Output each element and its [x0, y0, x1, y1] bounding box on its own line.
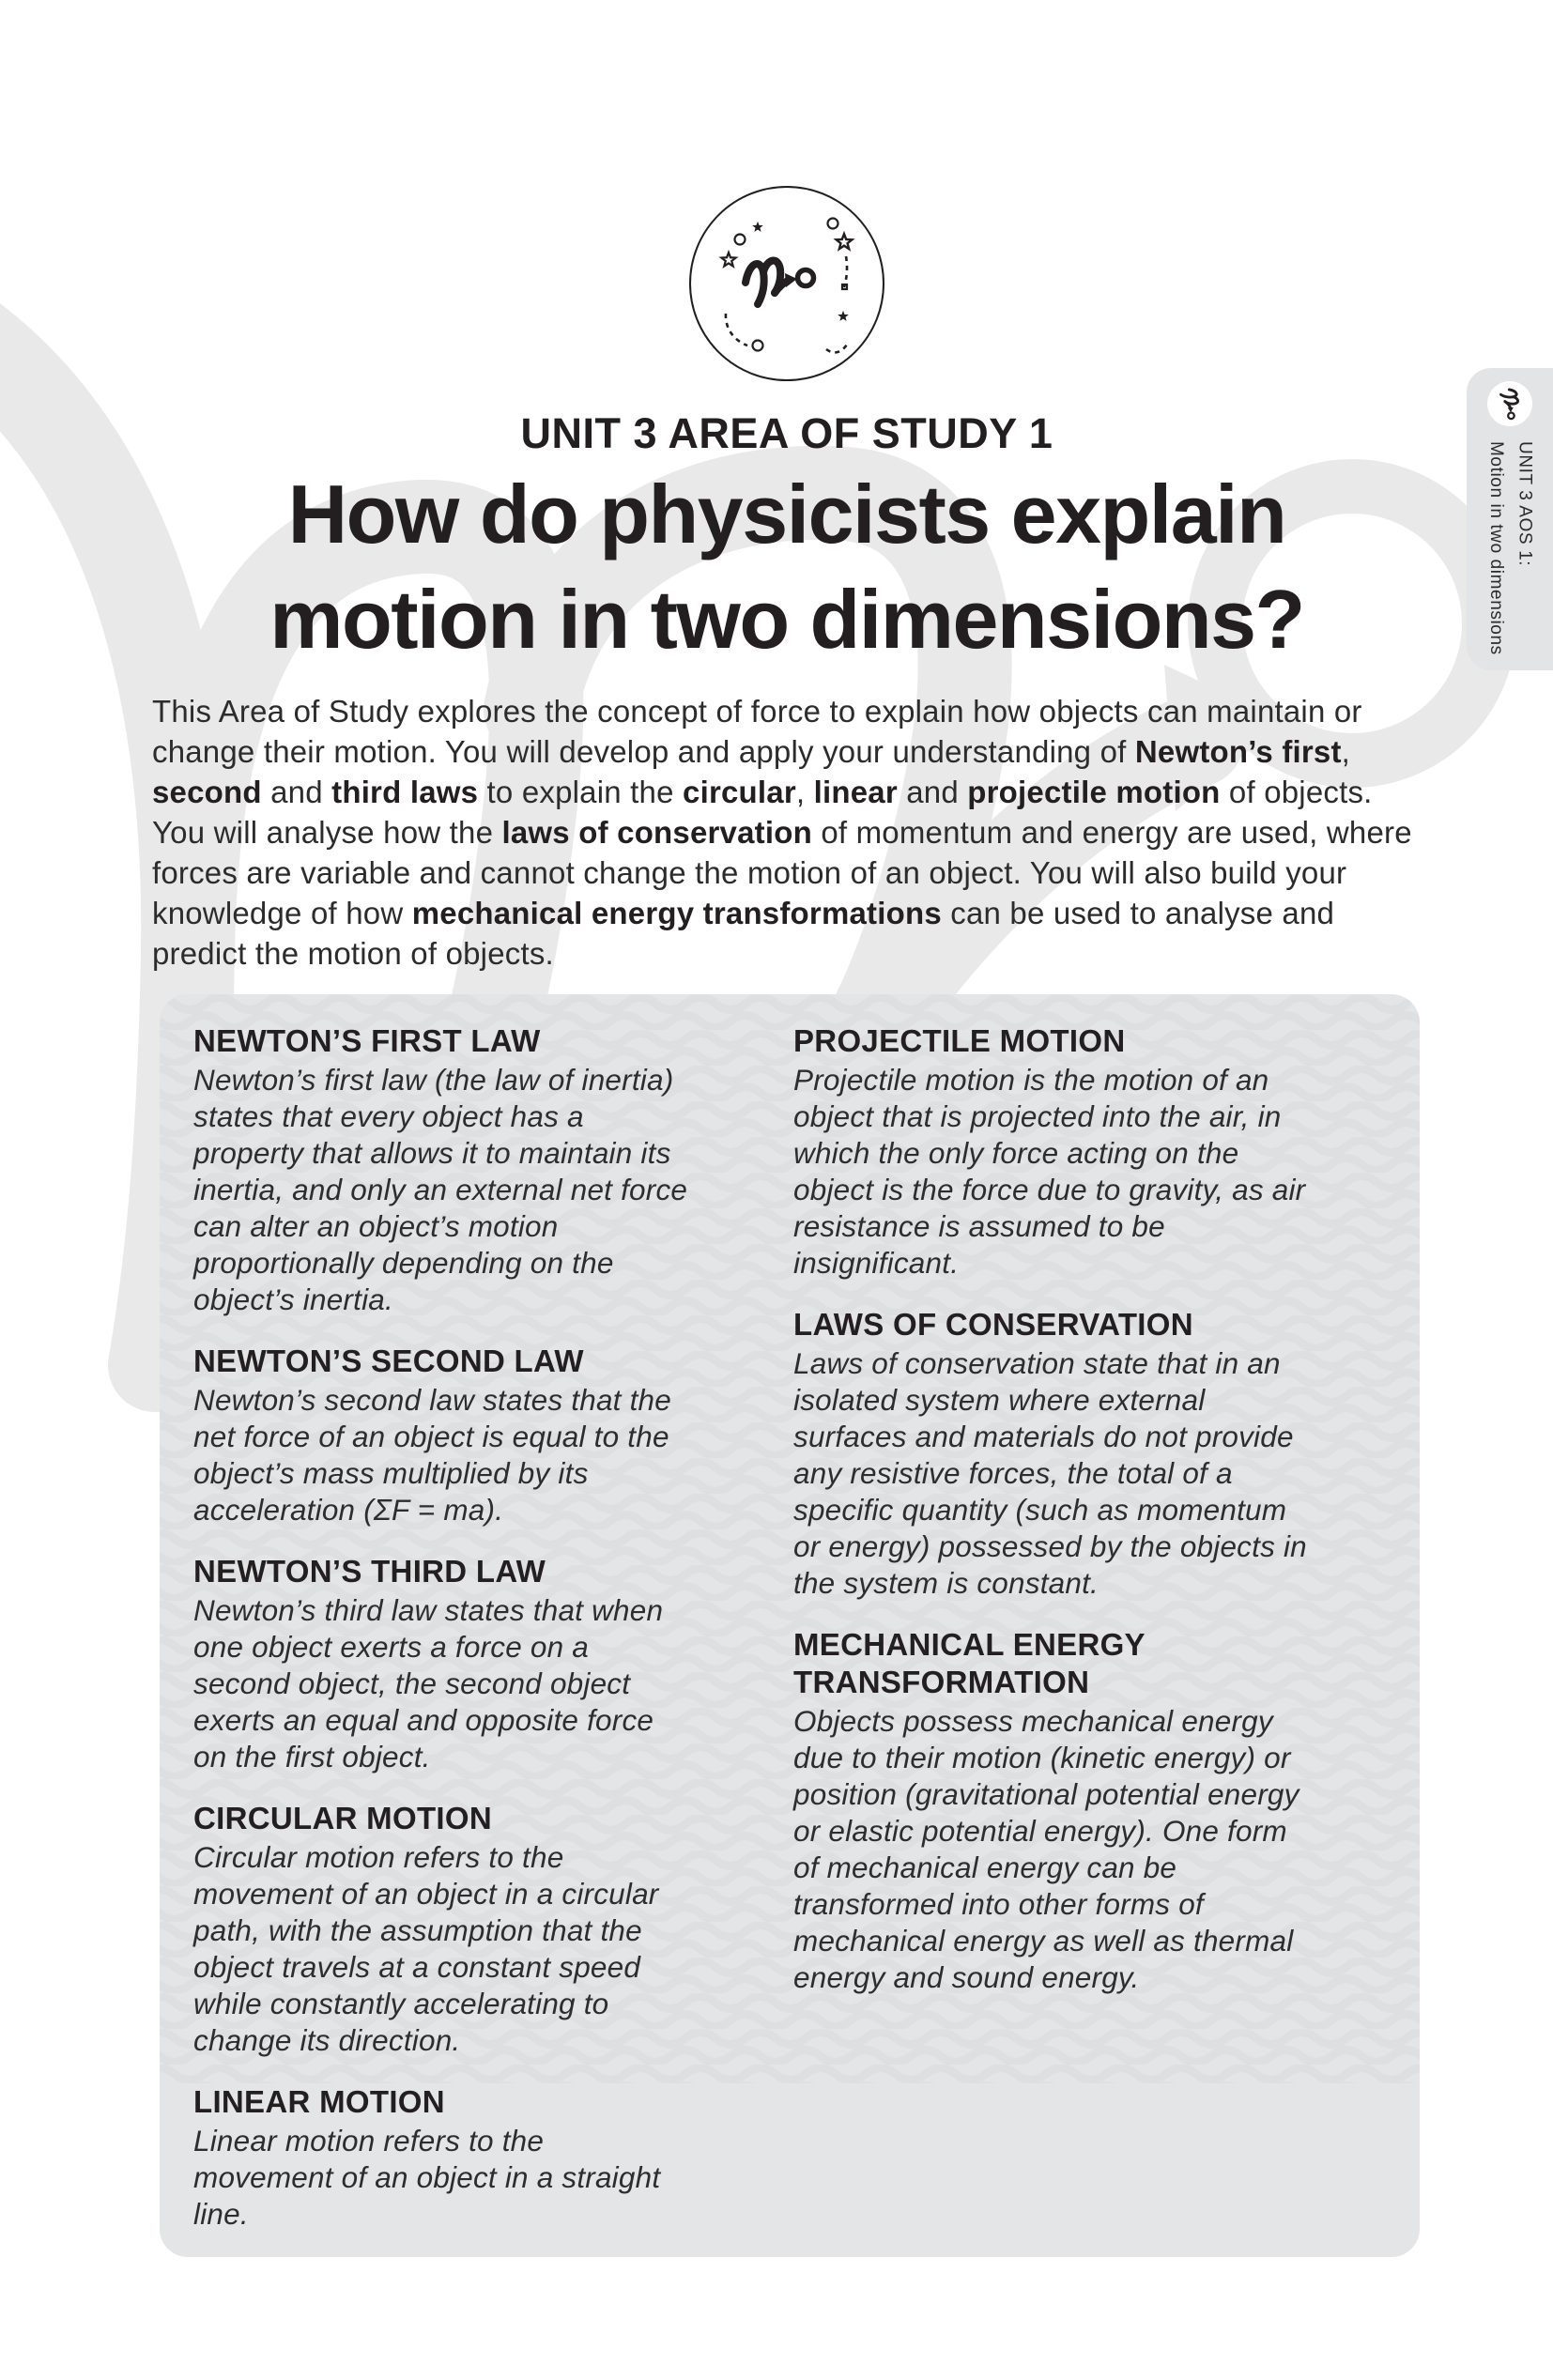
intro-text: This Area of Study explores the concept …	[152, 694, 1362, 769]
definition-body: Newton’s second law states that the net …	[193, 1383, 671, 1527]
area-of-study-logo	[687, 184, 886, 383]
intro-text: ,	[795, 775, 814, 809]
intro-bold-term: third laws	[331, 775, 479, 809]
definition-body: Circular motion refers to the movement o…	[193, 1840, 659, 2057]
intro-text: of momentum and energy are used, where f…	[152, 815, 1412, 930]
wave-pattern	[160, 994, 1420, 2083]
definition-term: PROJECTILE MOTION	[793, 1023, 1126, 1058]
intro-bold-term: projectile motion	[967, 775, 1221, 809]
intro-text: and	[261, 775, 332, 809]
definition-term: MECHANICAL ENERGY TRANSFORMATION	[793, 1627, 1146, 1699]
intro-bold-term: second	[152, 775, 262, 809]
page-title-line1: How do physicists explain	[287, 468, 1287, 560]
intro-text: and	[897, 775, 968, 809]
chapter-tab-line2: Motion in two dimensions	[1486, 441, 1506, 655]
chapter-tab: UNIT 3 AOS 1: Motion in two dimensions	[1467, 368, 1553, 670]
definition-linear-motion: LINEAR MOTION Linear motion refers to th…	[193, 2083, 688, 2233]
page-content: UNIT 3 AREA OF STUDY 1 How do physicists…	[152, 184, 1422, 2257]
intro-bold-term: Newton’s first	[1134, 734, 1342, 769]
page-title: How do physicists explain motion in two …	[152, 462, 1422, 672]
page-title-line2: motion in two dimensions?	[269, 573, 1305, 666]
intro-bold-term: mechanical energy transformations	[411, 896, 942, 930]
definition-body: Projectile motion is the motion of an ob…	[793, 1063, 1306, 1280]
intro-bold-term: laws of conservation	[501, 815, 812, 850]
definition-term: NEWTON’S FIRST LAW	[193, 1023, 541, 1058]
intro-text: to explain the	[478, 775, 684, 809]
definition-term: LAWS OF CONSERVATION	[793, 1307, 1193, 1342]
definitions-column-right: PROJECTILE MOTION Projectile motion is t…	[793, 1022, 1319, 2233]
definition-circular-motion: CIRCULAR MOTION Circular motion refers t…	[193, 1800, 688, 2059]
intro-text: can be used to analyse and predict the m…	[152, 896, 1335, 971]
kicker: UNIT 3 AREA OF STUDY 1	[520, 409, 1053, 457]
definition-body: Laws of conservation state that in an is…	[793, 1346, 1307, 1600]
chapter-tab-text: UNIT 3 AOS 1: Motion in two dimensions	[1482, 441, 1539, 655]
motion-logo-icon	[689, 186, 884, 381]
definition-body: Newton’s third law states that when one …	[193, 1593, 664, 1773]
definition-newtons-second-law: NEWTON’S SECOND LAW Newton’s second law …	[193, 1343, 688, 1528]
definition-body: Objects possess mechanical energy due to…	[793, 1704, 1299, 1994]
definitions-columns: NEWTON’S FIRST LAW Newton’s first law (t…	[193, 1022, 1376, 2233]
definition-newtons-third-law: NEWTON’S THIRD LAW Newton’s third law st…	[193, 1553, 688, 1775]
definition-mechanical-energy-transformation: MECHANICAL ENERGY TRANSFORMATION Objects…	[793, 1626, 1319, 1996]
definitions-column-left: NEWTON’S FIRST LAW Newton’s first law (t…	[193, 1022, 688, 2233]
chapter-tab-line1: UNIT 3 AOS 1:	[1515, 441, 1535, 567]
definitions-box: NEWTON’S FIRST LAW Newton’s first law (t…	[160, 994, 1420, 2257]
intro-text: of objects. You will analyse how the	[152, 775, 1373, 850]
chapter-tab-logo-icon	[1487, 381, 1532, 426]
intro-text: ,	[1341, 734, 1351, 769]
definition-term: NEWTON’S SECOND LAW	[193, 1344, 584, 1378]
definition-term: LINEAR MOTION	[193, 2084, 445, 2119]
definition-body: Newton’s first law (the law of inertia) …	[193, 1063, 688, 1316]
definition-newtons-first-law: NEWTON’S FIRST LAW Newton’s first law (t…	[193, 1022, 688, 1318]
intro-bold-term: linear	[813, 775, 898, 809]
intro-paragraph: This Area of Study explores the concept …	[152, 691, 1422, 974]
definition-laws-of-conservation: LAWS OF CONSERVATION Laws of conservatio…	[793, 1306, 1319, 1602]
intro-bold-term: circular	[683, 775, 796, 809]
definition-body: Linear motion refers to the movement of …	[193, 2124, 661, 2231]
definition-term: CIRCULAR MOTION	[193, 1801, 492, 1835]
definition-projectile-motion: PROJECTILE MOTION Projectile motion is t…	[793, 1022, 1319, 1282]
definition-term: NEWTON’S THIRD LAW	[193, 1554, 546, 1589]
